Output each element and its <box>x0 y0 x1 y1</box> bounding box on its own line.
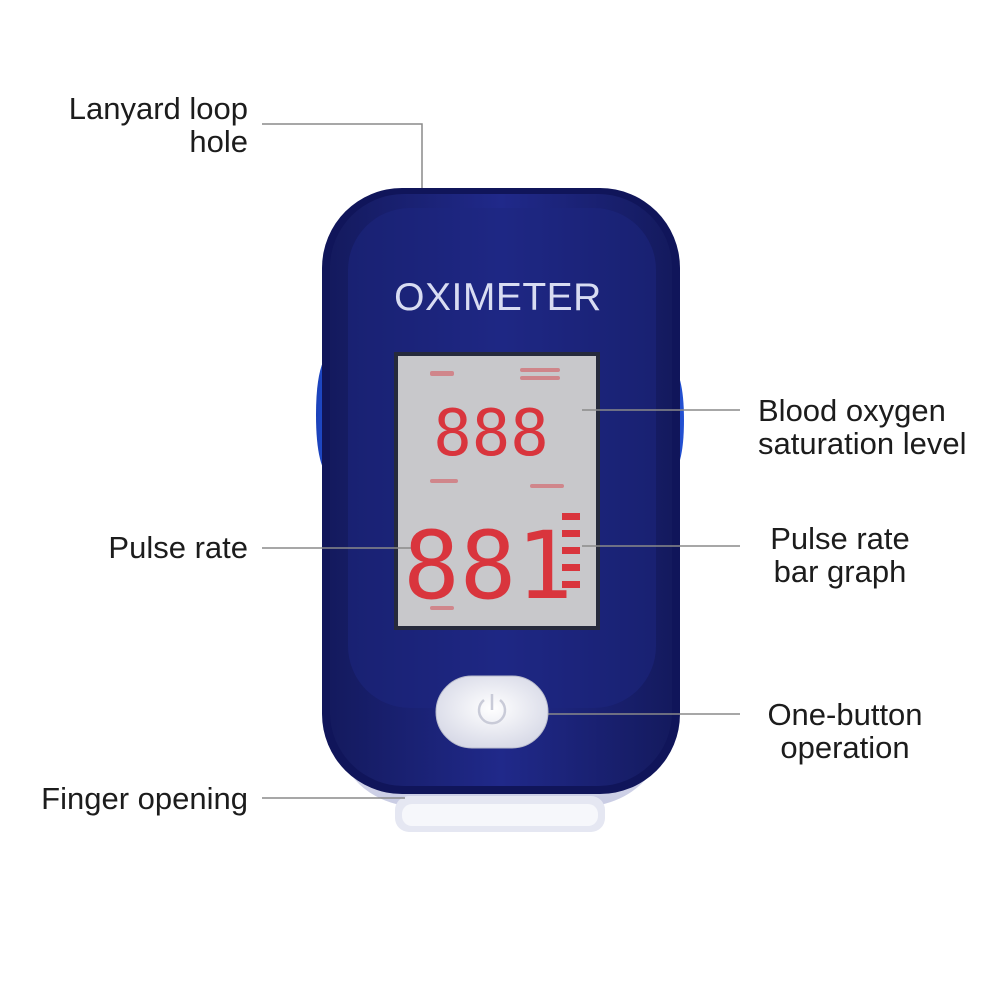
finger-label-line1: Finger opening <box>41 781 248 816</box>
bar-graph-label: Pulse rate bar graph <box>750 522 930 588</box>
lanyard-label: Lanyard loop hole <box>20 92 248 158</box>
finger-label: Finger opening <box>0 782 248 815</box>
power-icon <box>477 694 507 725</box>
button-label: One-button operation <box>750 698 940 764</box>
display-indicators <box>430 368 564 610</box>
pulse-rate-label: Pulse rate <box>20 531 248 564</box>
leader-lines <box>262 123 740 799</box>
spo2-label: Blood oxygen saturation level <box>758 394 967 460</box>
bar-graph-label-line1: Pulse rate <box>770 521 910 556</box>
power-button[interactable] <box>435 675 549 749</box>
spo2-digits: 888 <box>433 397 549 471</box>
spo2-label-line1: Blood oxygen <box>758 393 946 428</box>
spo2-label-line2: saturation level <box>758 426 967 461</box>
lanyard-label-line2: hole <box>189 124 248 159</box>
pulse-bar-graph <box>562 513 580 588</box>
brand-text: OXIMETER <box>394 276 602 319</box>
pulse-digits: 881 <box>403 512 573 621</box>
lanyard-label-line1: Lanyard loop <box>68 91 248 126</box>
bar-graph-label-line2: bar graph <box>773 554 907 589</box>
lanyard-leader <box>262 123 423 188</box>
pulse-rate-label-line1: Pulse rate <box>108 530 248 565</box>
button-label-line1: One-button <box>767 697 923 732</box>
button-label-line2: operation <box>780 730 910 765</box>
